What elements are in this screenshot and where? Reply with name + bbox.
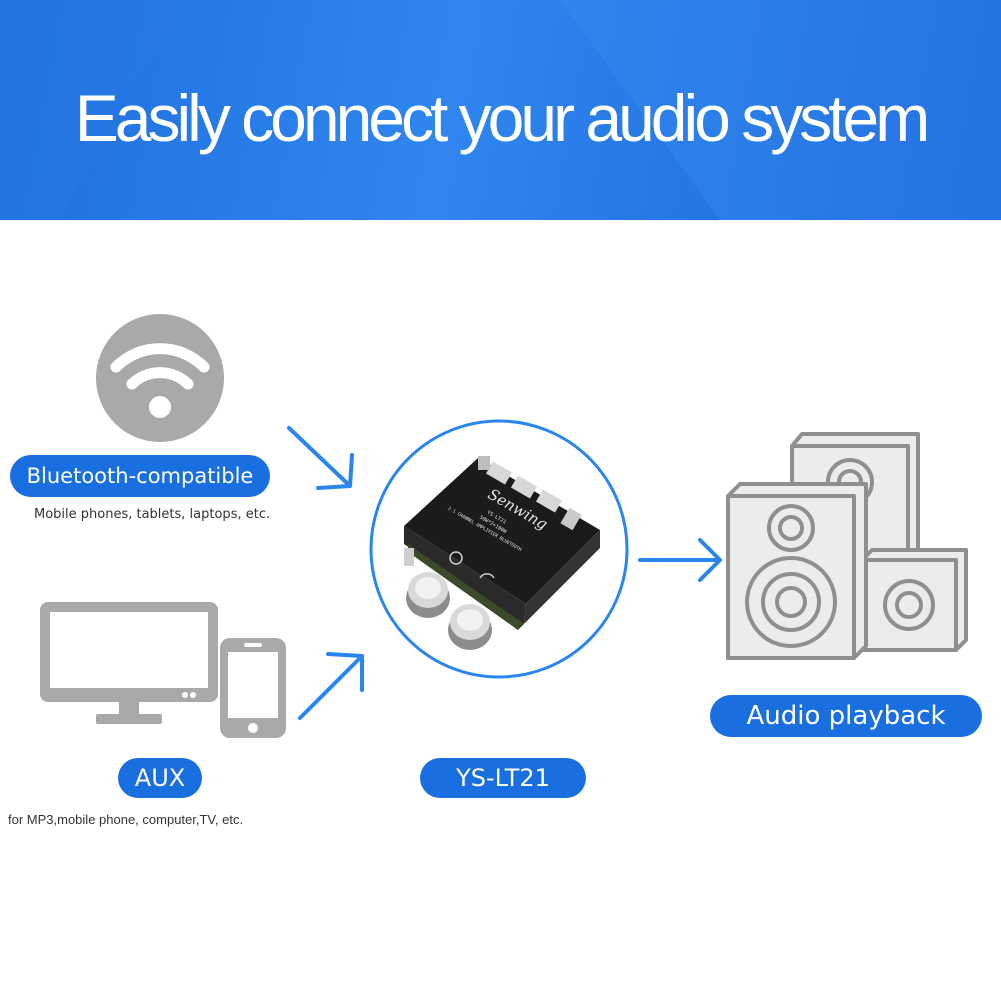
wifi-icon: [96, 314, 224, 442]
arrow-device-to-speakers: [638, 538, 722, 582]
arrow-bluetooth-to-device: [287, 426, 354, 490]
aux-caption: for MP3,mobile phone, computer,TV, etc.: [8, 812, 244, 827]
device-label: YS-LT21: [420, 758, 586, 798]
monitor-icon: [40, 602, 218, 724]
banner-decoration: [0, 0, 1001, 220]
bluetooth-caption: Mobile phones, tablets, laptops, etc.: [34, 507, 271, 522]
amplifier-board-image: Senwing YS-LT21 50W*2+100W 2.1 CHANNEL A…: [369, 419, 629, 679]
header-banner: Easily connect your audio system: [0, 0, 1001, 220]
arrow-aux-to-device: [298, 652, 364, 720]
audio-playback-label: Audio playback: [710, 695, 982, 737]
speakers-icon: [726, 432, 968, 660]
bluetooth-label: Bluetooth-compatible: [10, 455, 270, 497]
banner-title: Easily connect your audio system: [74, 81, 930, 155]
aux-label: AUX: [118, 758, 202, 798]
smartphone-icon: [220, 638, 286, 738]
